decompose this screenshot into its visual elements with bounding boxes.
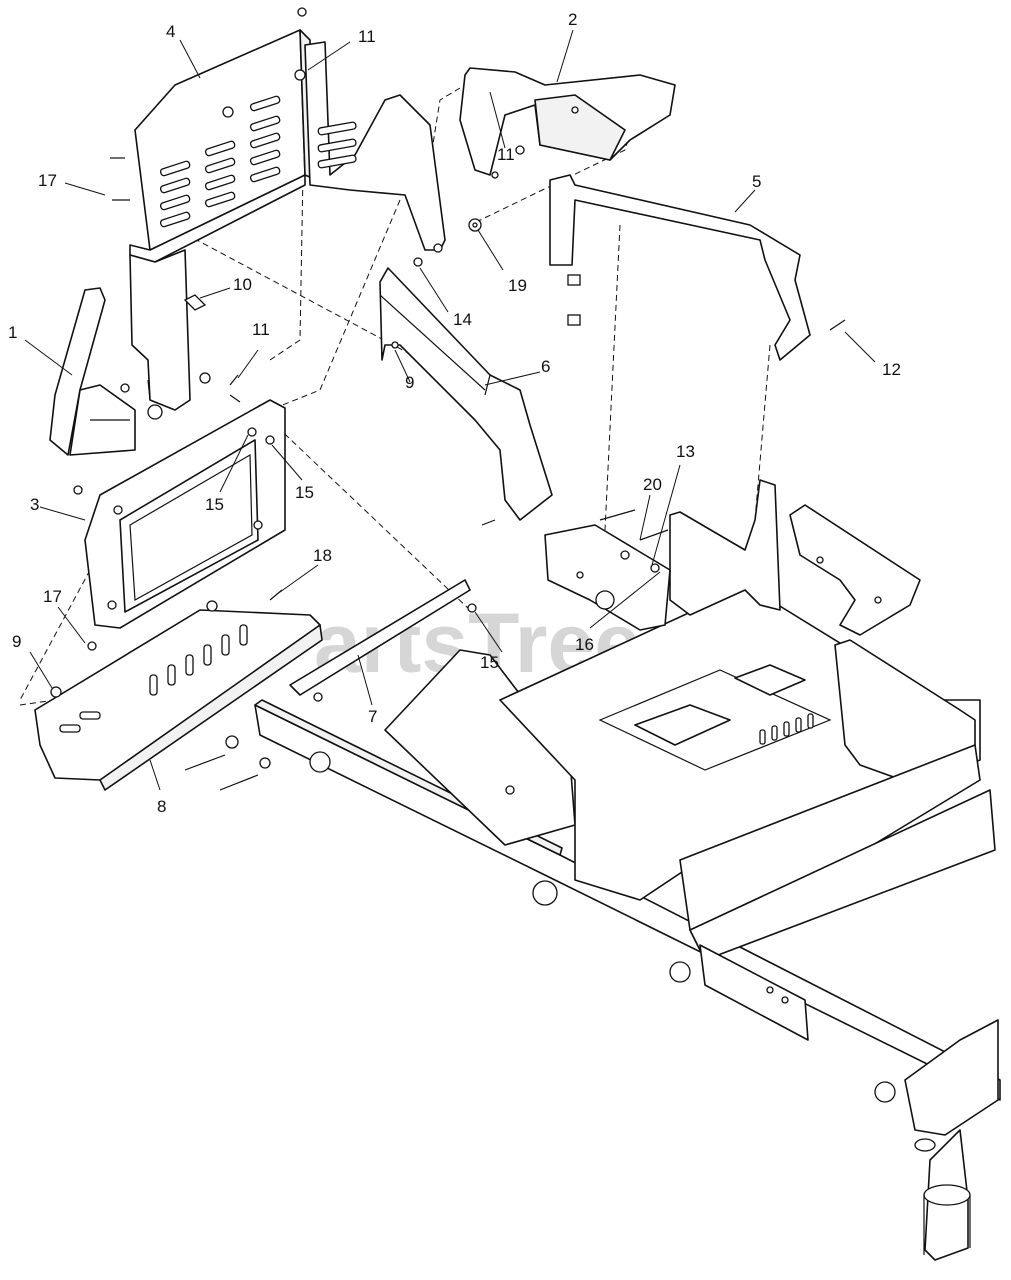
callout-20: 20 [643,475,662,494]
callout-9-upper: 9 [405,373,414,392]
callout-17-lower: 17 [43,587,62,606]
callout-11-top: 11 [358,27,376,46]
part-3-frame [84,394,286,629]
callout-2: 2 [568,10,577,29]
callout-7: 7 [368,707,377,726]
hardware [73,218,846,651]
chassis-frame [254,479,1001,1261]
part-1-bracket [49,287,136,456]
part-4-vented-panel [110,7,313,263]
part-7-strip [289,579,477,702]
callout-6: 6 [541,357,550,376]
callout-13: 13 [676,442,695,461]
callout-3: 3 [30,495,39,514]
part-6-panel [379,267,553,521]
callout-19: 19 [508,276,527,295]
part-8-plate [34,600,323,791]
callout-18: 18 [313,546,332,565]
callout-17-upper: 17 [38,171,57,190]
callout-16: 16 [575,635,594,654]
callout-15-right: 15 [295,483,314,502]
callout-4: 4 [166,22,175,41]
callout-12: 12 [882,360,901,379]
callout-15-left: 15 [205,495,224,514]
vent-slots [159,95,281,228]
center-tall-panel [304,41,446,253]
left-side-panel [129,249,211,420]
callout-10: 10 [233,275,252,294]
callout-14: 14 [453,310,472,329]
callouts: 4 11 2 11 5 17 10 19 14 1 11 12 9 6 15 1… [8,10,901,816]
leader-lines [24,29,876,791]
part-5-panel [549,174,811,361]
callout-5: 5 [752,172,761,191]
callout-9-lower: 9 [12,632,21,651]
part-2-bracket [459,67,676,179]
callout-8: 8 [157,797,166,816]
callout-11-middle: 11 [252,320,270,339]
callout-11-upper-right: 11 [497,145,515,164]
callout-1: 1 [8,323,17,342]
callout-15-lower: 15 [480,653,499,672]
